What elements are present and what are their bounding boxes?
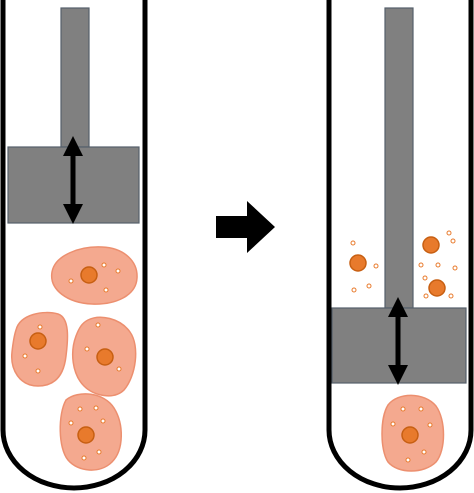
piston-rod bbox=[384, 7, 414, 309]
nucleus bbox=[401, 426, 419, 444]
nucleus bbox=[77, 426, 95, 444]
piston-rod bbox=[60, 7, 90, 148]
nucleus bbox=[80, 266, 98, 284]
released-nucleus bbox=[349, 254, 367, 272]
left-cell-top bbox=[51, 246, 138, 305]
released-nucleus bbox=[428, 279, 446, 297]
right-tube bbox=[326, 0, 474, 491]
left-cell-bottom bbox=[59, 393, 122, 471]
cell-debris bbox=[350, 230, 458, 299]
right-piston bbox=[331, 7, 467, 385]
left-cell-mid-left bbox=[11, 311, 69, 387]
released-nucleus bbox=[422, 236, 440, 254]
right-arrow-icon bbox=[216, 201, 275, 253]
left-piston bbox=[7, 7, 140, 224]
left-cell-mid-right bbox=[71, 316, 137, 397]
left-panel bbox=[0, 0, 148, 491]
right-cell bbox=[381, 394, 445, 472]
right-panel bbox=[326, 0, 474, 491]
nucleus bbox=[29, 332, 47, 350]
left-tube bbox=[0, 0, 148, 491]
nucleus bbox=[96, 348, 114, 366]
